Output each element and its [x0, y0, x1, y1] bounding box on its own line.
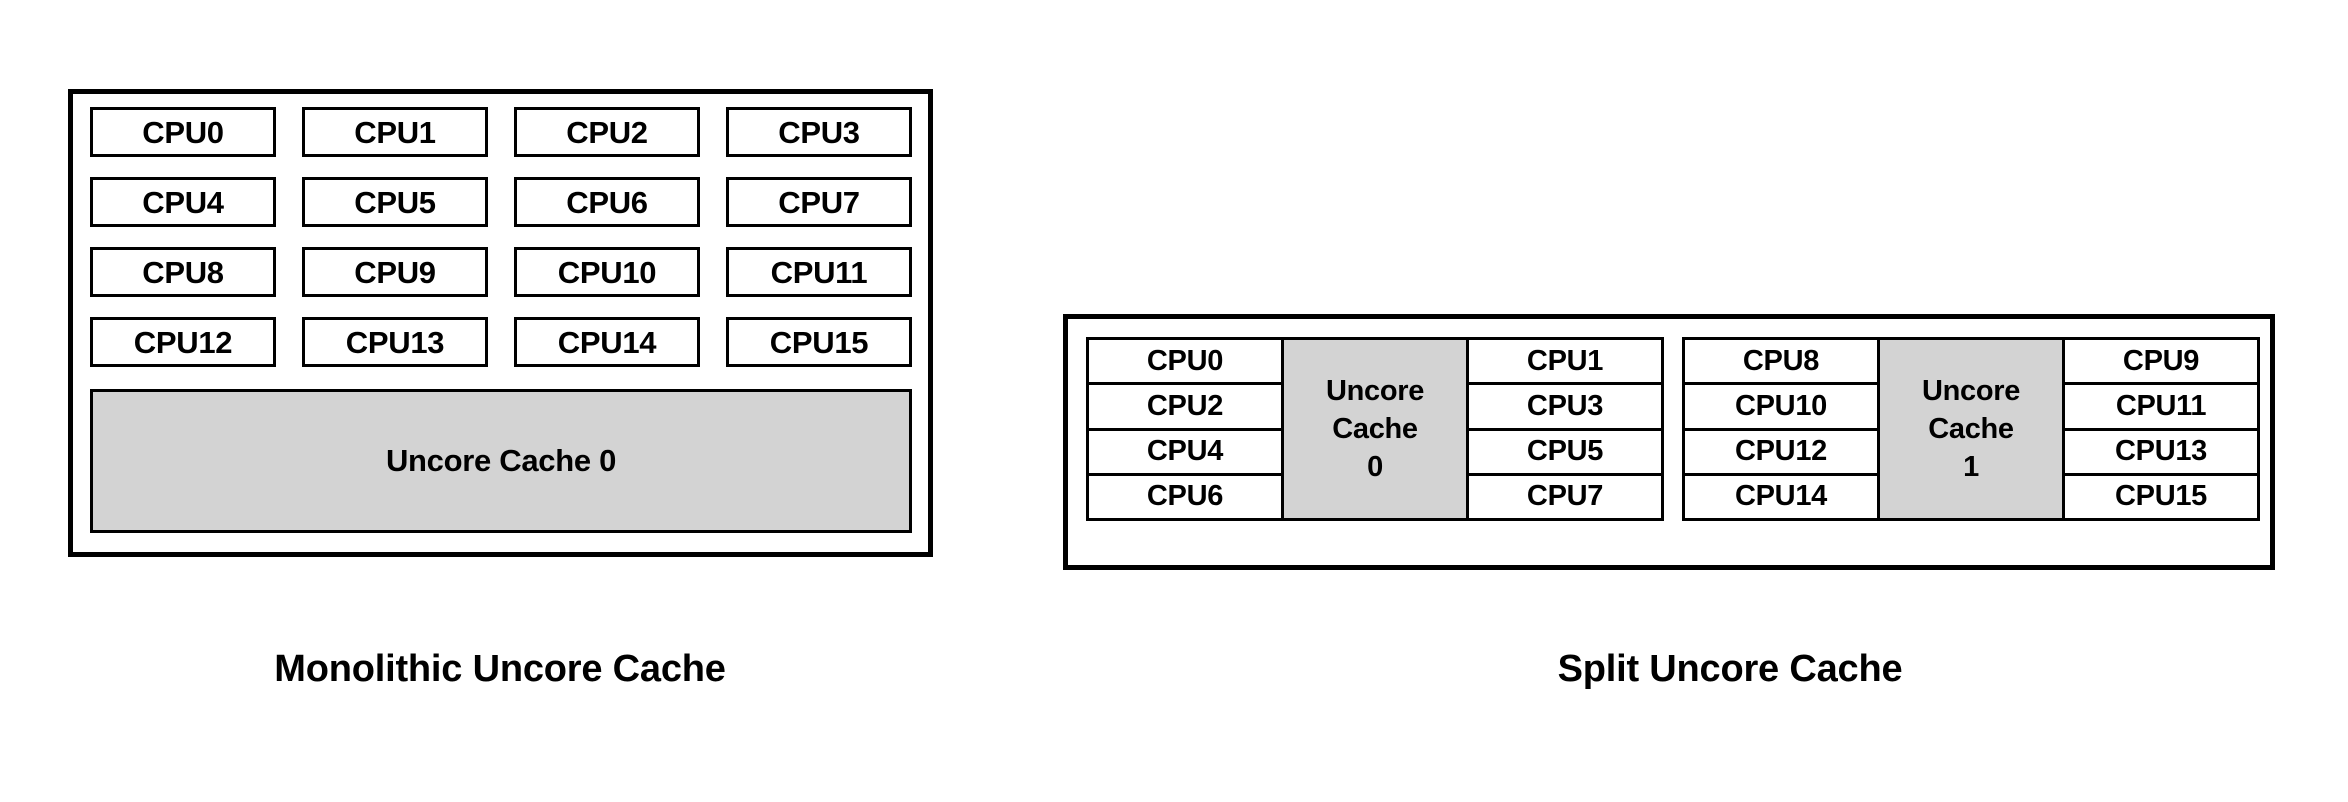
cpu-box-5: CPU5 [302, 177, 488, 227]
cpu-box-15: CPU15 [726, 317, 912, 367]
uncore-cache-1-line1: Uncore [1921, 374, 2021, 407]
cpu-box-13: CPU13 [302, 317, 488, 367]
cpu-box-7: CPU7 [726, 177, 912, 227]
cpu-cell-14: CPU14 [1685, 475, 1877, 518]
monolithic-cpu-grid: CPU0 CPU1 CPU2 CPU3 CPU4 CPU5 CPU6 CPU7 … [90, 107, 912, 367]
cpu-cell-6: CPU6 [1089, 475, 1281, 518]
split-cluster-1-left-cpu-column: CPU8 CPU10 CPU12 CPU14 [1685, 340, 1877, 518]
cpu-box-14: CPU14 [514, 317, 700, 367]
split-uncore-cache-figure: CPU0 CPU2 CPU4 CPU6 Uncore Cache 0 CPU1 … [1063, 314, 2275, 570]
cpu-cell-0: CPU0 [1089, 340, 1281, 386]
split-cluster-0: CPU0 CPU2 CPU4 CPU6 Uncore Cache 0 CPU1 … [1086, 337, 1664, 521]
cpu-box-11: CPU11 [726, 247, 912, 297]
cpu-box-4: CPU4 [90, 177, 276, 227]
cpu-box-9: CPU9 [302, 247, 488, 297]
monolithic-figure-caption: Monolithic Uncore Cache [274, 648, 726, 690]
cpu-box-0: CPU0 [90, 107, 276, 157]
cpu-box-2: CPU2 [514, 107, 700, 157]
cpu-cell-9: CPU9 [2065, 340, 2257, 386]
cpu-cell-13: CPU13 [2065, 430, 2257, 476]
uncore-cache-0-line3: 0 [1367, 451, 1383, 484]
cpu-cell-3: CPU3 [1469, 385, 1661, 431]
split-figure-contents: CPU0 CPU2 CPU4 CPU6 Uncore Cache 0 CPU1 … [1086, 337, 2260, 521]
uncore-cache-0-block: Uncore Cache 0 [90, 389, 912, 533]
split-cluster-1: CPU8 CPU10 CPU12 CPU14 Uncore Cache 1 CP… [1682, 337, 2260, 521]
cpu-box-3: CPU3 [726, 107, 912, 157]
cpu-cell-15: CPU15 [2065, 475, 2257, 518]
monolithic-uncore-cache-figure: CPU0 CPU1 CPU2 CPU3 CPU4 CPU5 CPU6 CPU7 … [68, 89, 933, 557]
cpu-cell-10: CPU10 [1685, 385, 1877, 431]
cpu-cell-4: CPU4 [1089, 430, 1281, 476]
cpu-cell-8: CPU8 [1685, 340, 1877, 386]
cpu-box-10: CPU10 [514, 247, 700, 297]
cpu-cell-12: CPU12 [1685, 430, 1877, 476]
uncore-cache-0-line2: Cache [1332, 412, 1418, 445]
cpu-cell-2: CPU2 [1089, 385, 1281, 431]
split-cluster-0-left-cpu-column: CPU0 CPU2 CPU4 CPU6 [1089, 340, 1281, 518]
cpu-box-8: CPU8 [90, 247, 276, 297]
cpu-box-12: CPU12 [90, 317, 276, 367]
split-cluster-0-right-cpu-column: CPU1 CPU3 CPU5 CPU7 [1469, 340, 1661, 518]
uncore-cache-1-column: Uncore Cache 1 [1876, 340, 2066, 518]
split-figure-caption: Split Uncore Cache [1557, 648, 1903, 690]
cpu-box-1: CPU1 [302, 107, 488, 157]
uncore-cache-1-line3: 1 [1963, 451, 1979, 484]
cpu-cell-5: CPU5 [1469, 430, 1661, 476]
cpu-box-6: CPU6 [514, 177, 700, 227]
monolithic-figure-contents: CPU0 CPU1 CPU2 CPU3 CPU4 CPU5 CPU6 CPU7 … [90, 107, 912, 535]
uncore-cache-0-column: Uncore Cache 0 [1280, 340, 1470, 518]
uncore-cache-1-line2: Cache [1928, 412, 2014, 445]
cpu-cell-1: CPU1 [1469, 340, 1661, 386]
uncore-cache-0-line1: Uncore [1325, 374, 1425, 407]
split-cluster-1-right-cpu-column: CPU9 CPU11 CPU13 CPU15 [2065, 340, 2257, 518]
cpu-cell-7: CPU7 [1469, 475, 1661, 518]
cpu-cell-11: CPU11 [2065, 385, 2257, 431]
